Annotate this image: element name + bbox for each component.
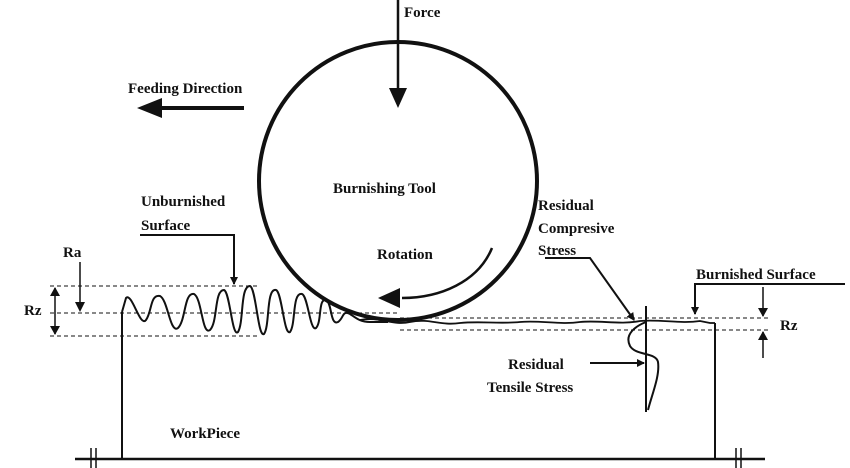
residual-tensile-label-line1: Residual	[508, 357, 564, 373]
force-label: Force	[404, 5, 441, 21]
feeding-direction-arrowhead	[137, 98, 162, 118]
burnishing-tool-label: Burnishing Tool	[333, 181, 436, 197]
rotation-arrow	[401, 247, 494, 300]
unburnished-profile	[121, 284, 388, 336]
rotation-label: Rotation	[377, 247, 433, 263]
force-arrowhead	[389, 88, 407, 108]
ra-label: Ra	[63, 245, 82, 261]
residual-tensile-label-line2: Tensile Stress	[487, 380, 573, 396]
unburnished-leader	[140, 234, 238, 285]
workpiece-label: WorkPiece	[170, 426, 240, 442]
break-mark-left	[90, 448, 97, 468]
residual-compressive-label-line1: Residual	[538, 198, 594, 214]
rz-left-label: Rz	[24, 303, 42, 319]
residual-compressive-label-line2: Compresive	[538, 221, 615, 237]
break-mark-right	[735, 448, 742, 468]
residual-compressive-leader	[545, 257, 635, 321]
feeding-direction-label: Feeding Direction	[128, 81, 243, 97]
residual-stress-curve	[627, 321, 660, 411]
burnished-surface-leader	[691, 283, 845, 315]
rotation-arrowhead	[378, 288, 400, 308]
residual-compressive-label-line3: Stress	[538, 243, 576, 259]
unburnished-label-line1: Unburnished	[141, 194, 226, 210]
rz-right-label: Rz	[780, 318, 798, 334]
burnished-surface-label: Burnished Surface	[696, 267, 816, 283]
unburnished-label-line2: Surface	[141, 218, 190, 234]
